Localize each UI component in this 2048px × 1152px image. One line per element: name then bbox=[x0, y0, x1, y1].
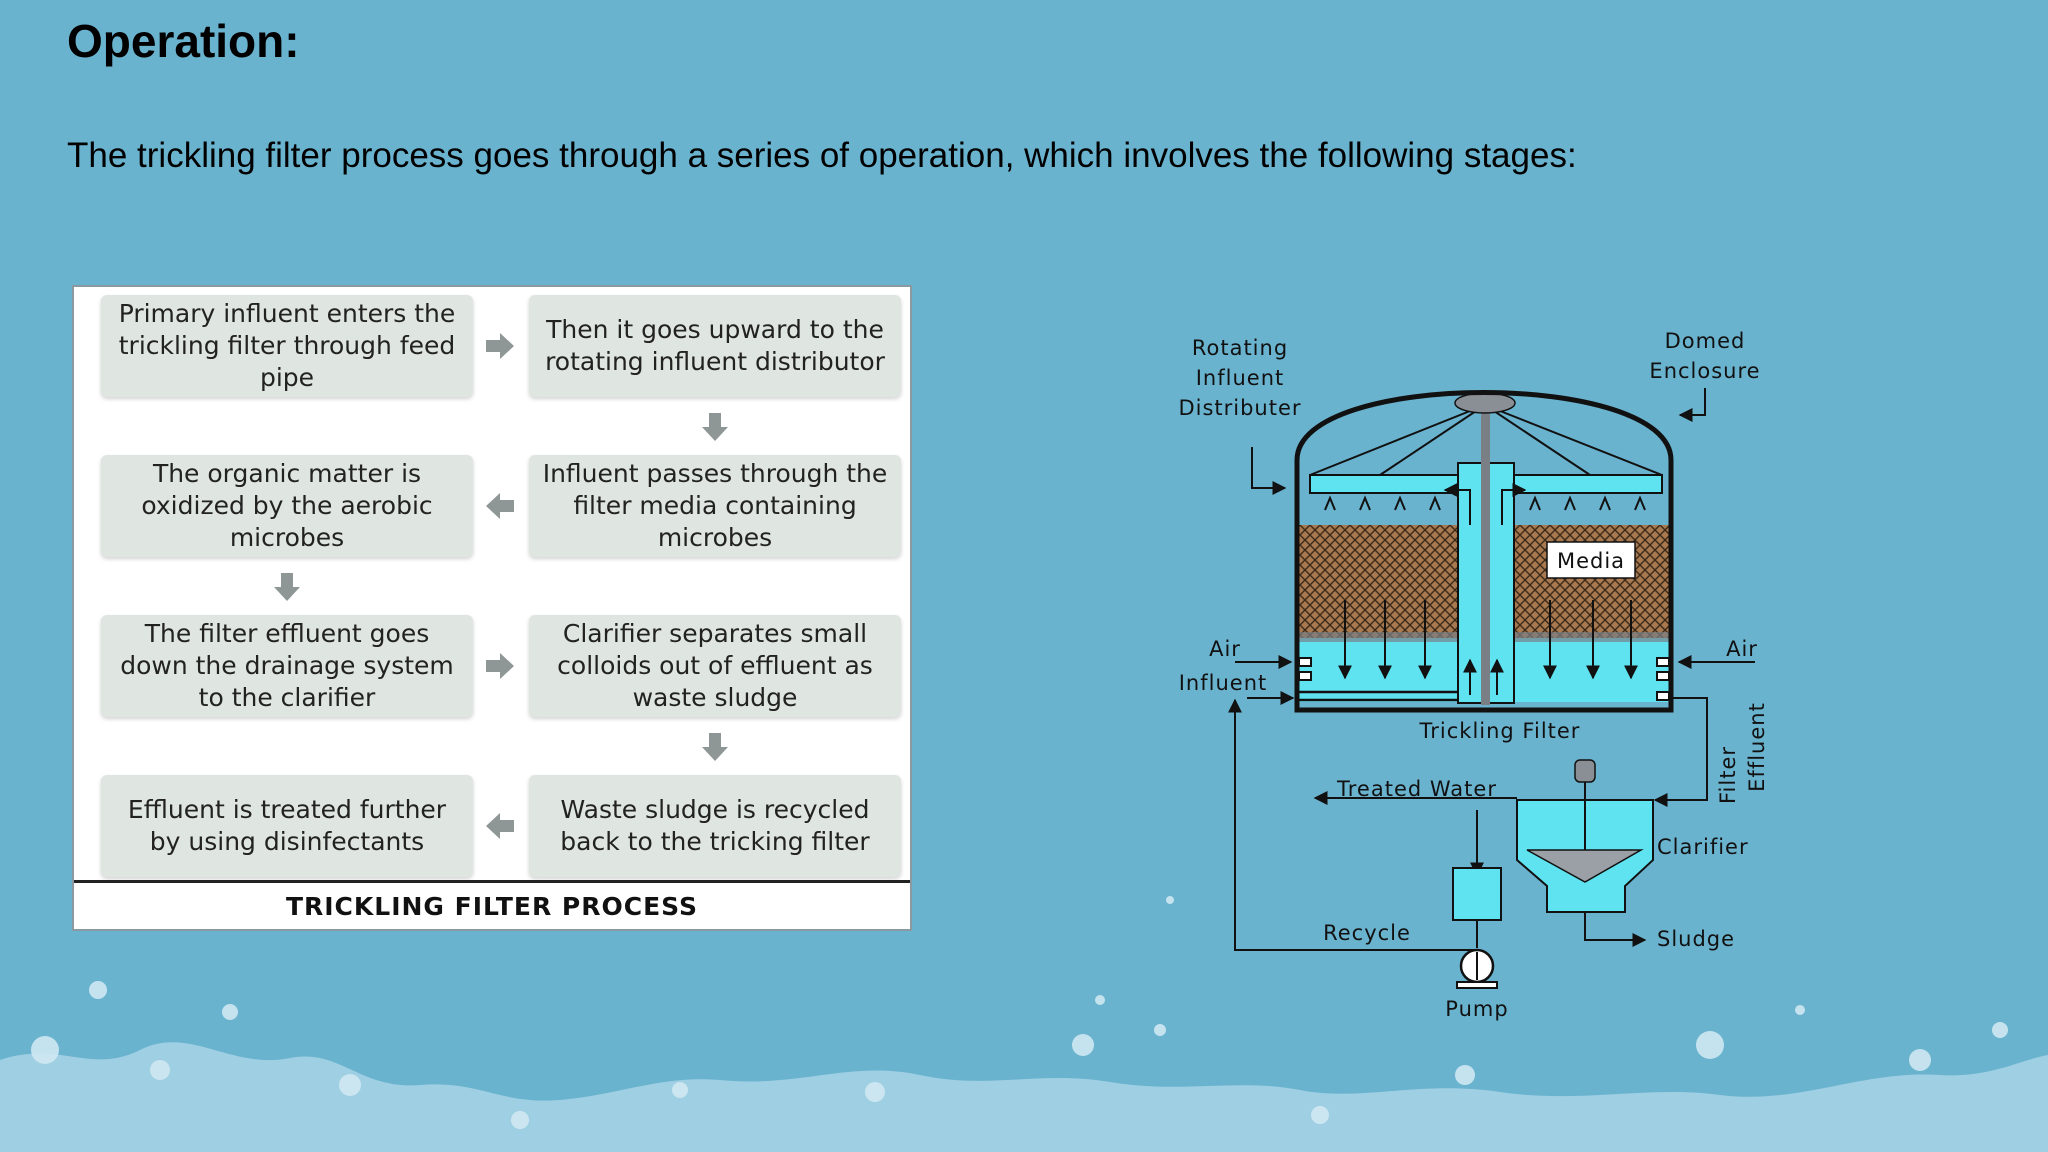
air-left-label: Air bbox=[1209, 637, 1241, 661]
arrow-down-icon bbox=[702, 733, 728, 761]
downflow-arrows bbox=[1338, 600, 1638, 680]
rotating-distributer-label-3: Distributer bbox=[1178, 396, 1301, 420]
support-cables bbox=[1309, 404, 1663, 476]
flow-step-8: Effluent is treated further by using dis… bbox=[101, 775, 473, 877]
distributor-hub bbox=[1454, 392, 1516, 414]
intro-text: The trickling filter process goes throug… bbox=[67, 136, 1577, 175]
filter-effluent-label-2: Effluent bbox=[1745, 702, 1769, 792]
influent-label: Influent bbox=[1179, 671, 1268, 695]
flow-step-4: The organic matter is oxidized by the ae… bbox=[101, 455, 473, 557]
flow-step-1: Primary influent enters the trickling fi… bbox=[101, 295, 473, 397]
flow-step-3: Influent passes through the filter media… bbox=[529, 455, 901, 557]
flow-step-5: The filter effluent goes down the draina… bbox=[101, 615, 473, 717]
clarifier-label: Clarifier bbox=[1657, 835, 1749, 859]
rotating-distributer-label-2: Influent bbox=[1196, 366, 1285, 390]
rotating-distributer-label-1: Rotating bbox=[1192, 336, 1288, 360]
spray-nozzles bbox=[1324, 495, 1646, 511]
flow-step-6: Clarifier separates small colloids out o… bbox=[529, 615, 901, 717]
arrow-right-icon bbox=[486, 653, 514, 679]
trickling-filter-diagram: Media Rotating Influent Distributer Dome… bbox=[1178, 329, 1769, 1021]
recycle-label: Recycle bbox=[1323, 921, 1411, 945]
domed-enclosure-label-1: Domed bbox=[1665, 329, 1746, 353]
trickling-filter-label: Trickling Filter bbox=[1419, 719, 1581, 743]
treated-water-label: Treated Water bbox=[1336, 777, 1497, 801]
arrow-left-icon bbox=[486, 813, 514, 839]
arrow-down-icon bbox=[702, 413, 728, 441]
flow-step-2: Then it goes upward to the rotating infl… bbox=[529, 295, 901, 397]
domed-enclosure-label-2: Enclosure bbox=[1649, 359, 1760, 383]
media-label: Media bbox=[1557, 549, 1625, 573]
arrow-left-icon bbox=[486, 493, 514, 519]
pump-label: Pump bbox=[1445, 997, 1508, 1021]
flowchart-footer: TRICKLING FILTER PROCESS bbox=[74, 880, 910, 929]
air-right-label: Air bbox=[1726, 637, 1758, 661]
column-flow-arrows bbox=[1443, 483, 1527, 695]
air-vents bbox=[1298, 657, 1670, 701]
filter-effluent-label-1: Filter bbox=[1716, 746, 1740, 804]
flow-step-7: Waste sludge is recycled back to the tri… bbox=[529, 775, 901, 877]
influent-pipe bbox=[1299, 690, 1458, 702]
domed-enclosure bbox=[1294, 390, 1674, 713]
piping bbox=[1228, 388, 1755, 951]
recycle-tank bbox=[1452, 867, 1502, 921]
arrow-down-icon bbox=[274, 573, 300, 601]
process-flowchart: Primary influent enters the trickling fi… bbox=[72, 285, 912, 931]
center-shaft bbox=[1481, 405, 1490, 705]
arrow-right-icon bbox=[486, 333, 514, 359]
sludge-label: Sludge bbox=[1657, 927, 1735, 951]
page-title: Operation: bbox=[67, 15, 300, 67]
